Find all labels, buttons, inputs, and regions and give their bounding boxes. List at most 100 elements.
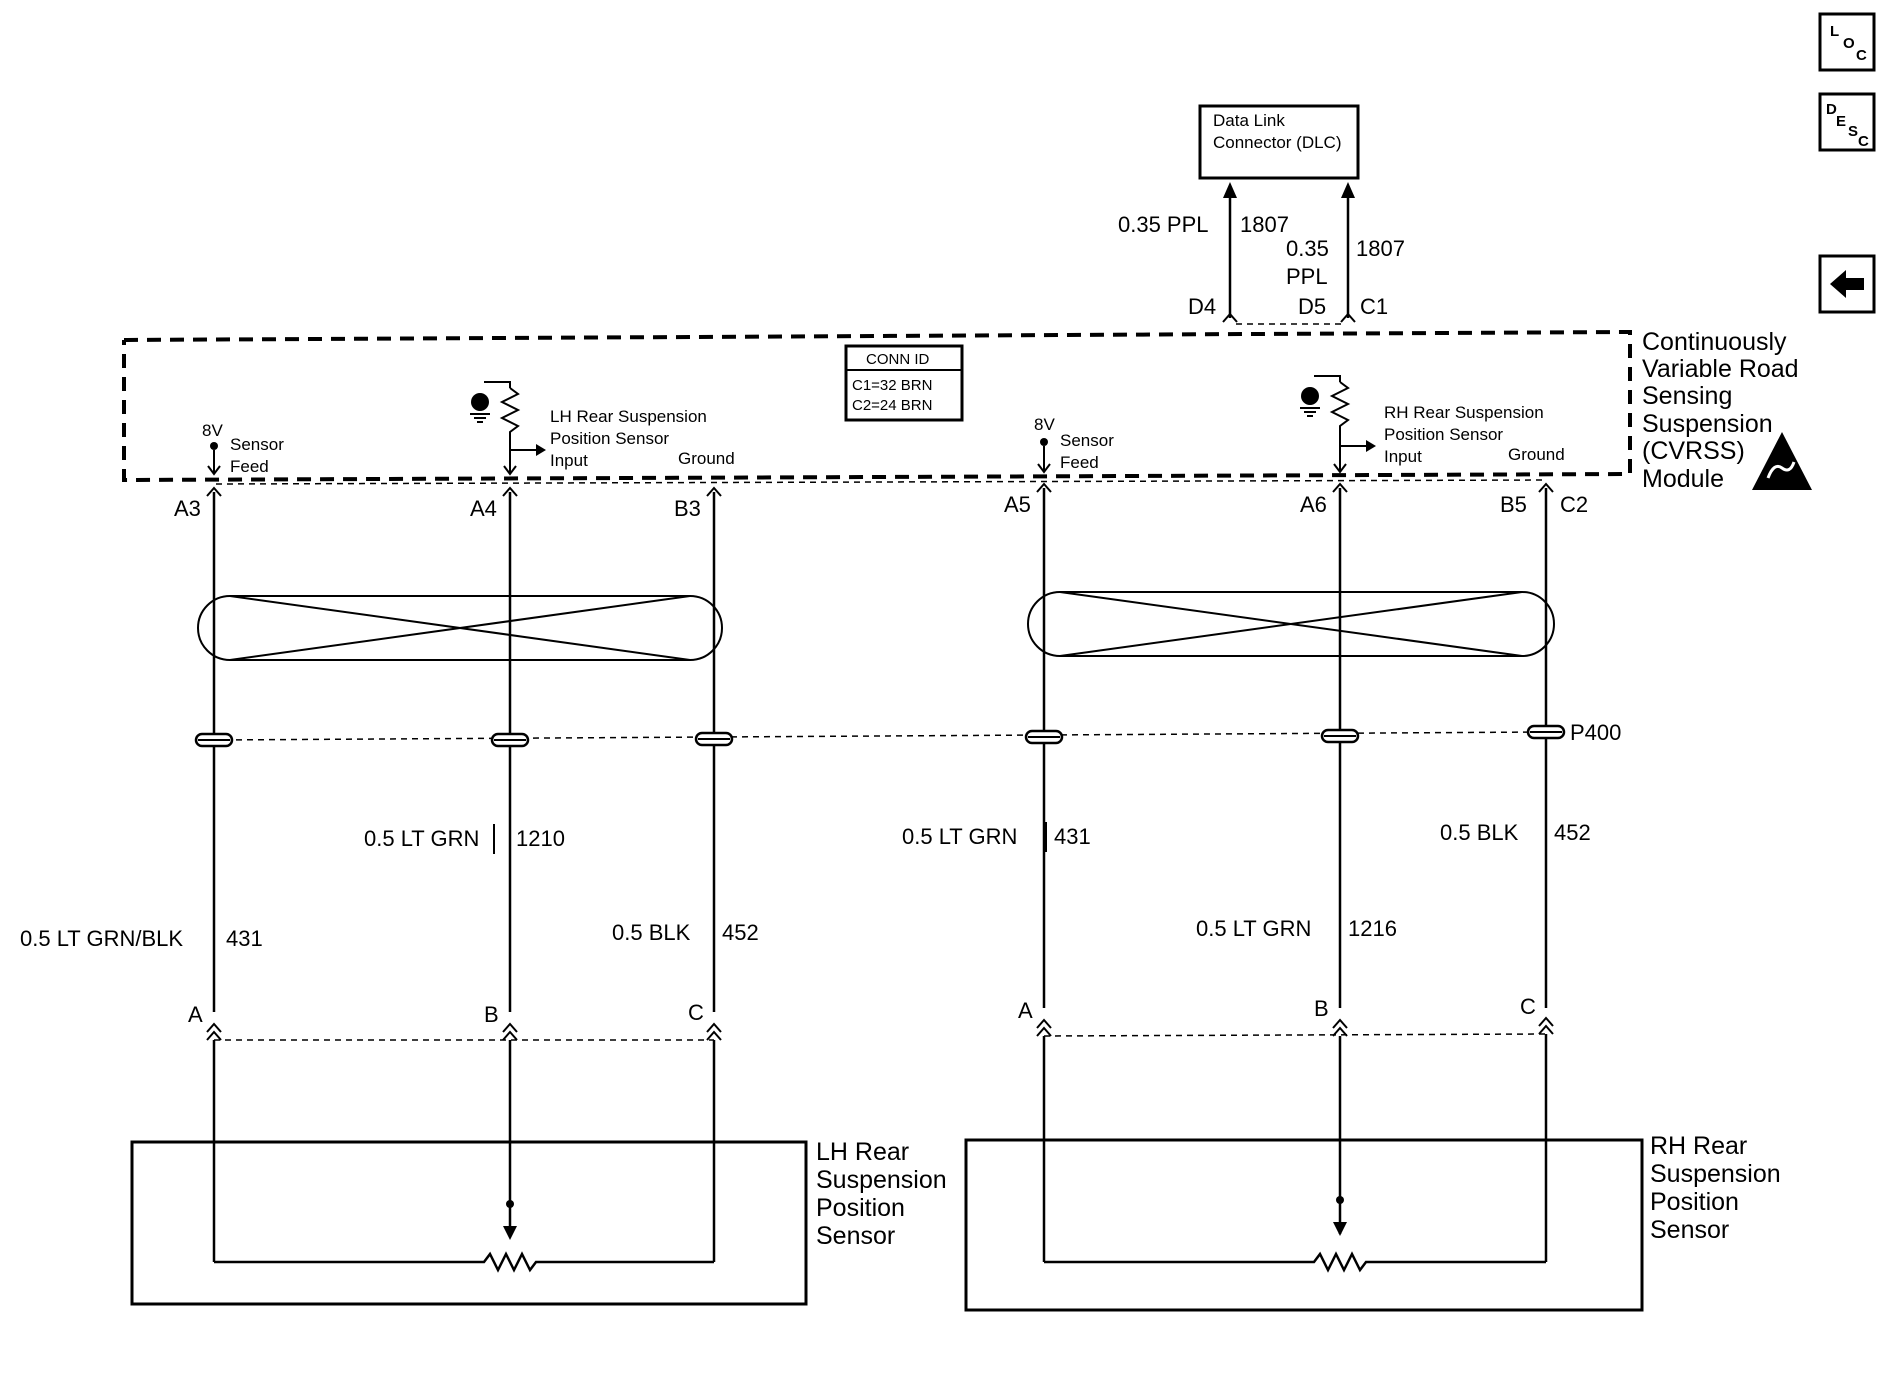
loc-button-letter-c: C xyxy=(1856,47,1867,64)
pin-a4: A4 xyxy=(470,496,497,521)
pin-a5: A5 xyxy=(1004,492,1031,517)
rh-feed-voltage: 8V xyxy=(1034,415,1055,434)
rh-sensor-label-line3: Position xyxy=(1650,1188,1739,1216)
lh-sensor-label-line1: LH Rear xyxy=(816,1138,909,1166)
p400-terminal-a3 xyxy=(194,732,234,748)
conn-id-box: CONN ID C1=32 BRN C2=24 BRN xyxy=(844,344,964,422)
rh-pin-b: B xyxy=(1314,996,1329,1021)
wire-a4-circuit: 1210 xyxy=(516,826,565,851)
conn-id-c1: C1=32 BRN xyxy=(852,377,932,394)
rh-pin-c: C xyxy=(1520,994,1536,1019)
p400-terminal-a4 xyxy=(490,732,530,748)
module-label-line4: Suspension xyxy=(1642,410,1773,438)
wire-a5-431 xyxy=(1036,482,1052,1008)
wire-b5-circuit: 452 xyxy=(1554,820,1591,845)
rh-ground-label: Ground xyxy=(1508,445,1565,464)
module-label-line5: (CVRSS) xyxy=(1642,437,1745,465)
dlc-label-line2: Connector (DLC) xyxy=(1213,133,1342,152)
dlc-box: Data Link Connector (DLC) xyxy=(1198,104,1360,180)
module-connector-link xyxy=(215,479,1547,485)
wire-a6-1216 xyxy=(1332,482,1348,1008)
pin-a3: A3 xyxy=(174,496,201,521)
rh-internal-sensor-line2: Position Sensor xyxy=(1384,425,1503,444)
lh-sensor-label-line4: Sensor xyxy=(816,1222,895,1250)
esd-warning-icon xyxy=(1752,432,1812,490)
desc-button[interactable]: D E S C xyxy=(1818,92,1876,152)
rh-sensor-box xyxy=(964,1034,1644,1312)
connector-c1: C1 xyxy=(1360,294,1388,319)
lh-sensor-connector-terminals xyxy=(206,1022,722,1041)
lh-input-label: Input xyxy=(550,451,588,470)
lh-internal-pullup-resistor xyxy=(470,381,546,476)
wire-a4-1210 xyxy=(502,486,518,1012)
wire-a4-color: 0.5 LT GRN xyxy=(364,826,479,851)
rh-sensor-feed-source xyxy=(1037,438,1051,474)
rh-feed-label-line2: Feed xyxy=(1060,453,1099,472)
p400-terminal-a6 xyxy=(1320,728,1360,744)
lh-pin-a: A xyxy=(188,1002,203,1027)
p400-terminal-b5 xyxy=(1526,724,1566,740)
lh-feed-voltage: 8V xyxy=(202,421,223,440)
p400-label: P400 xyxy=(1570,720,1621,745)
lh-feed-label-line2: Feed xyxy=(230,457,269,476)
dlc-wire-left xyxy=(1222,182,1238,323)
pin-d5: D5 xyxy=(1298,294,1326,319)
desc-button-letter-d: D xyxy=(1826,101,1837,118)
lh-feed-label-line1: Sensor xyxy=(230,435,284,454)
loc-button-letter-l: L xyxy=(1830,23,1839,40)
rh-feed-label-line1: Sensor xyxy=(1060,431,1114,450)
pin-b5: B5 xyxy=(1500,492,1527,517)
module-label-line3: Sensing xyxy=(1642,382,1732,410)
module-label: Continuously Variable Road Sensing Suspe… xyxy=(1642,328,1799,493)
wire-b5-452 xyxy=(1538,482,1554,1008)
lh-ground-label: Ground xyxy=(678,449,735,468)
rh-input-label: Input xyxy=(1384,447,1422,466)
wire-a5-color: 0.5 LT GRN xyxy=(902,824,1017,849)
rh-pin-a: A xyxy=(1018,998,1033,1023)
wire-a3-color: 0.5 LT GRN/BLK xyxy=(20,926,183,951)
dlc-wire-left-circuit: 1807 xyxy=(1240,212,1289,237)
wire-b3-452 xyxy=(706,486,722,1012)
lh-pin-c: C xyxy=(688,1000,704,1025)
wire-b3-color: 0.5 BLK xyxy=(612,920,691,945)
lh-sensor-label: LH Rear Suspension Position Sensor xyxy=(816,1138,947,1250)
module-boundary xyxy=(122,329,1632,483)
wire-a3-431 xyxy=(206,486,222,1012)
lh-pin-b: B xyxy=(484,1002,499,1027)
rh-sensor-connector-link xyxy=(1043,1033,1547,1037)
pin-b3: B3 xyxy=(674,496,701,521)
rh-sensor-label-line4: Sensor xyxy=(1650,1216,1729,1244)
p400-link xyxy=(213,731,1547,741)
rh-sensor-label-line2: Suspension xyxy=(1650,1160,1781,1188)
left-arrow-icon xyxy=(1830,270,1864,298)
connector-c2: C2 xyxy=(1560,492,1588,517)
dlc-wire-right-circuit: 1807 xyxy=(1356,236,1405,261)
dlc-wire-left-color: 0.35 PPL xyxy=(1118,212,1209,237)
dlc-wire-right-color: PPL xyxy=(1286,264,1328,289)
rh-twisted-wire-symbol xyxy=(1027,591,1555,657)
loc-button[interactable]: L O C xyxy=(1818,12,1876,72)
rh-internal-sensor-line1: RH Rear Suspension xyxy=(1384,403,1544,422)
lh-twisted-wire-symbol xyxy=(197,595,723,661)
wire-a3-circuit: 431 xyxy=(226,926,263,951)
rh-sensor-label: RH Rear Suspension Position Sensor xyxy=(1650,1132,1781,1244)
pin-a6: A6 xyxy=(1300,492,1327,517)
dlc-wire-right xyxy=(1340,182,1356,323)
rh-sensor-connector-terminals xyxy=(1036,1016,1554,1037)
wire-b3-circuit: 452 xyxy=(722,920,759,945)
wire-a6-circuit: 1216 xyxy=(1348,916,1397,941)
conn-id-c2: C2=24 BRN xyxy=(852,397,932,414)
conn-id-title: CONN ID xyxy=(866,351,930,368)
wire-b5-color: 0.5 BLK xyxy=(1440,820,1519,845)
wire-a5-circuit: 431 xyxy=(1054,824,1091,849)
p400-terminal-a5 xyxy=(1024,729,1064,745)
lh-sensor-label-line2: Suspension xyxy=(816,1166,947,1194)
back-button[interactable] xyxy=(1818,254,1876,314)
lh-sensor-feed-source xyxy=(207,442,221,476)
lh-internal-sensor-line1: LH Rear Suspension xyxy=(550,407,707,426)
lh-sensor-box xyxy=(130,1040,808,1306)
rh-sensor-label-line1: RH Rear xyxy=(1650,1132,1747,1160)
desc-button-letter-e: E xyxy=(1836,113,1846,130)
loc-button-letter-o: O xyxy=(1843,35,1855,52)
rh-internal-pullup-resistor xyxy=(1300,375,1376,474)
